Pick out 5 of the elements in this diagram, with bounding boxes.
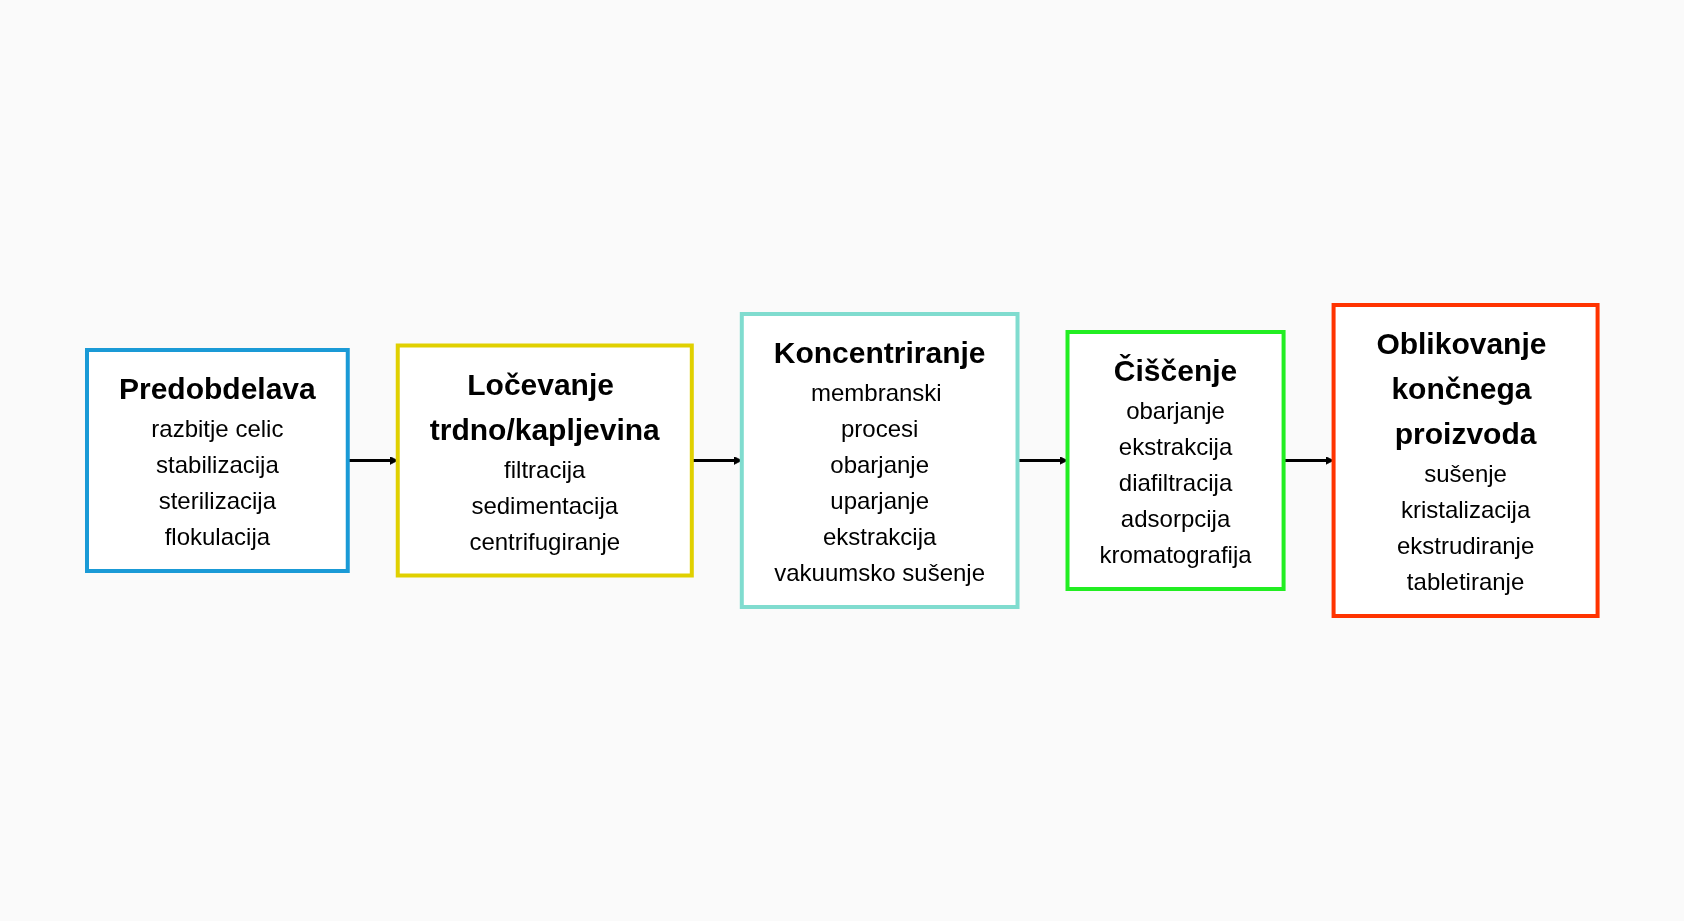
node-box: Čiščenje obarjanje ekstrakcija diafiltracija adsorpcija kromatografija [1065,330,1286,591]
node-box: Ločevanje trdno/kapljevina filtracija sedimentacija centrifugiranje [395,343,694,578]
node-box: Predobdelava razbitje celic stabilizacija sterilizacija flokulacija [84,348,350,573]
node-box: Oblikovanje končnega proizvoda sušenje kristalizacija ekstrudiranje tabletiranje [1331,303,1600,618]
node-box: Koncentriranje membranski procesi obarjanje uparjanje ekstrakcija vakuumsko sušenje [739,312,1020,609]
